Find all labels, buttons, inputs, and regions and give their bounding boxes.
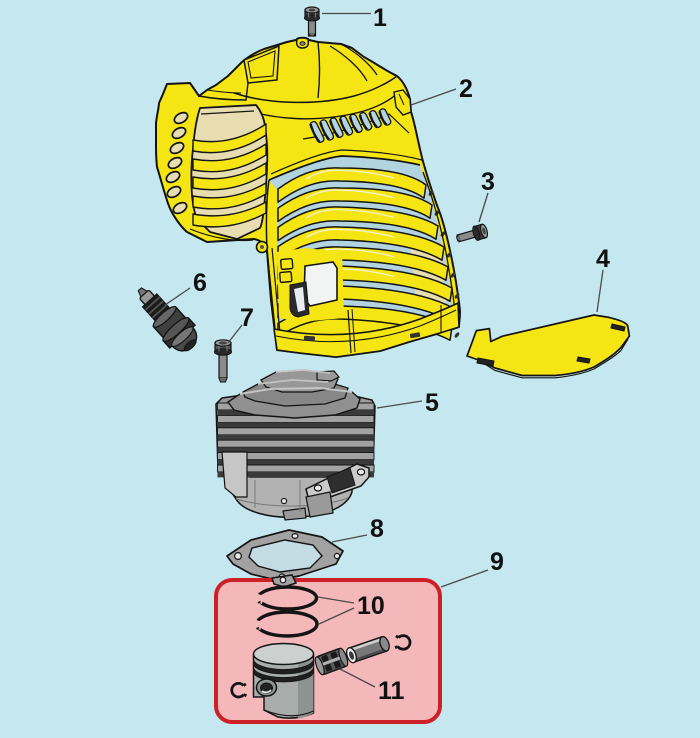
svg-text:4: 4: [596, 245, 610, 273]
svg-text:2: 2: [459, 75, 473, 103]
svg-text:9: 9: [490, 548, 504, 576]
svg-text:3: 3: [481, 168, 495, 196]
svg-text:10: 10: [357, 592, 385, 620]
svg-text:8: 8: [370, 515, 384, 543]
svg-text:1: 1: [373, 4, 387, 32]
svg-text:5: 5: [425, 389, 439, 417]
svg-text:7: 7: [240, 304, 254, 332]
svg-text:11: 11: [378, 677, 405, 705]
svg-text:6: 6: [193, 269, 207, 297]
